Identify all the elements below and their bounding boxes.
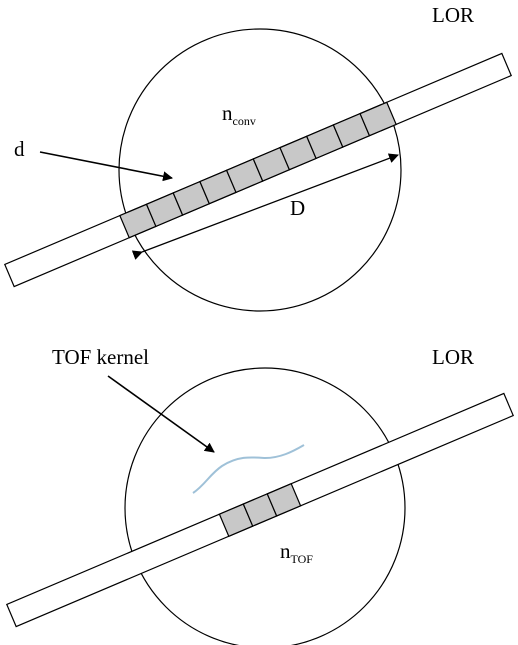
d-arrow	[39, 151, 173, 182]
d-label: d	[14, 137, 25, 161]
top-lor-strip	[3, 52, 513, 288]
top-detector-circle	[118, 28, 402, 312]
tof-kernel-arrow	[107, 375, 215, 453]
bottom-lor-label: LOR	[432, 345, 474, 369]
bottom-panel: TOF kernel LOR nTOF	[5, 345, 515, 645]
bottom-lor-strip	[5, 392, 515, 628]
D-double-arrow	[131, 153, 399, 260]
bottom-voxel-cell	[266, 482, 302, 517]
n-tof-label: nTOF	[280, 539, 313, 566]
bottom-detector-circle	[124, 367, 406, 645]
top-panel: LOR d D nconv	[3, 3, 513, 312]
tof-kernel-label: TOF kernel	[52, 345, 149, 369]
tof-kernel-curve	[192, 444, 305, 494]
top-lor-label: LOR	[432, 3, 474, 27]
top-voxel-cells	[119, 101, 397, 239]
n-conv-label: nconv	[222, 101, 256, 128]
D-label: D	[290, 196, 305, 220]
bottom-voxel-cells	[218, 482, 302, 538]
top-voxel-cell	[359, 101, 397, 137]
